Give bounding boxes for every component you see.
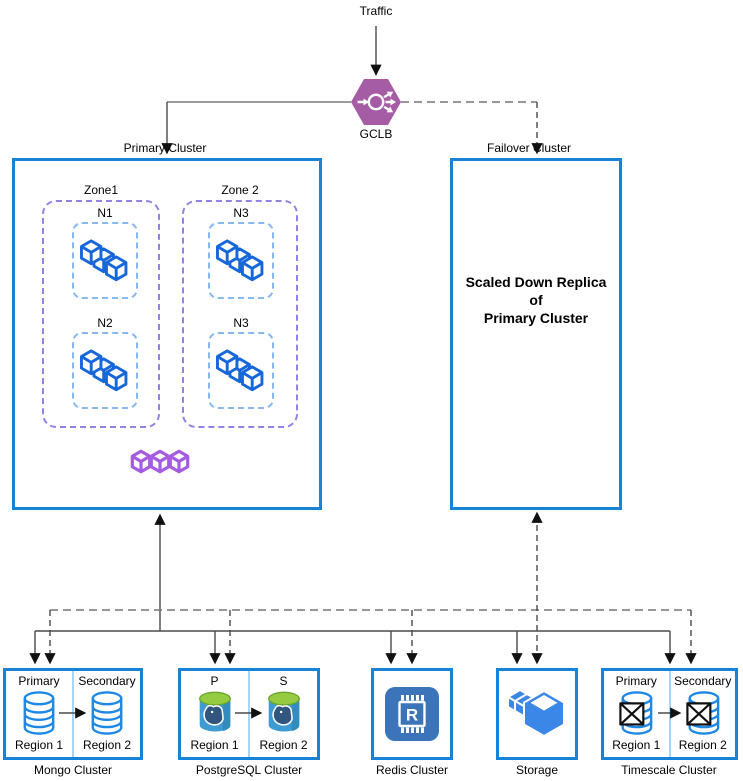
failover-description: Scaled Down Replica of Primary Cluster: [465, 274, 607, 327]
mongo-region2-label: Region 2: [82, 738, 132, 752]
container-cubes-icon: [80, 238, 128, 281]
mongo-primary-half: Primary Region 1: [6, 671, 72, 757]
crossed-database-icon: [683, 691, 723, 735]
traffic-label: Traffic: [359, 4, 393, 18]
postgresql-cluster-name: PostgreSQL Cluster: [195, 763, 303, 777]
crossed-database-icon: [616, 691, 656, 735]
cloud-storage-cube-icon: [507, 689, 565, 737]
timescale-cluster-name: Timescale Cluster: [621, 763, 717, 777]
zone2-box: N3 N3: [182, 200, 298, 428]
container-cubes-icon: [215, 348, 264, 391]
container-cubes-icon: [80, 348, 128, 391]
timescale-region1-label: Region 1: [612, 738, 661, 752]
node-n3b-label: N3: [233, 316, 249, 330]
node-n2-box: [72, 332, 138, 409]
primary-cluster-title: Primary Cluster: [123, 141, 207, 155]
node-n2-label: N2: [97, 316, 113, 330]
mongo-secondary-half: Secondary Region 2: [74, 671, 140, 757]
timescale-primary-label: Primary: [615, 674, 657, 688]
split-divider: [248, 671, 250, 757]
postgresql-secondary-label: S: [279, 674, 288, 688]
postgresql-primary-half: P Region 1: [181, 671, 248, 757]
memory-chip-icon: R: [385, 687, 439, 741]
postgresql-elephant-db-icon: [198, 691, 231, 733]
zone1-box: N1 N2: [42, 200, 160, 428]
node-n3a-label: N3: [233, 206, 249, 220]
database-cylinder-icon: [23, 691, 55, 735]
node-n1-box: [72, 222, 138, 299]
failover-cluster-box: Scaled Down Replica of Primary Cluster: [450, 158, 622, 510]
load-balancer-icon: [357, 87, 398, 117]
mongo-primary-label: Primary: [18, 674, 60, 688]
timescale-secondary-label: Secondary: [674, 674, 732, 688]
container-cubes-icon: [215, 238, 264, 281]
timescale-primary-half: Primary Region 1: [604, 671, 669, 757]
gclb-node: [351, 79, 401, 125]
postgresql-secondary-half: S Region 2: [250, 671, 317, 757]
redis-cluster-name: Redis Cluster: [375, 763, 449, 777]
storage-box: [496, 668, 578, 760]
postgresql-region1-label: Region 1: [190, 738, 239, 752]
redis-cluster-box: R: [371, 668, 453, 760]
zone1-label: Zone1: [83, 183, 119, 197]
timescale-cluster-box: Primary Region 1 Secondary Region 2: [601, 668, 738, 760]
primary-cluster-box: Zone1 N1 N2: [12, 158, 322, 510]
mongo-secondary-label: Secondary: [78, 674, 136, 688]
split-divider: [72, 671, 74, 757]
node-n3a-box: [208, 222, 274, 299]
redis-letter: R: [406, 706, 418, 725]
postgresql-primary-label: P: [210, 674, 219, 688]
mongo-region1-label: Region 1: [14, 738, 64, 752]
failover-cluster-title: Failover Cluster: [486, 141, 572, 155]
timescale-region2-label: Region 2: [678, 738, 727, 752]
storage-name: Storage: [515, 763, 559, 777]
mongo-cluster-name: Mongo Cluster: [33, 763, 113, 777]
mongo-cluster-box: Primary Region 1 Secondary Region 2: [3, 668, 143, 760]
gclb-label: GCLB: [359, 127, 393, 141]
postgresql-cluster-box: P Region 1 S Region 2: [178, 668, 320, 760]
node-n1-label: N1: [97, 206, 113, 220]
split-divider: [668, 671, 671, 757]
timescale-secondary-half: Secondary Region 2: [671, 671, 736, 757]
pods-hexagon-cubes-icon: [130, 449, 190, 474]
postgresql-elephant-db-icon: [267, 691, 300, 733]
postgresql-region2-label: Region 2: [259, 738, 308, 752]
database-cylinder-icon: [91, 691, 123, 735]
zone2-label: Zone 2: [221, 183, 259, 197]
node-n3b-box: [208, 332, 274, 409]
